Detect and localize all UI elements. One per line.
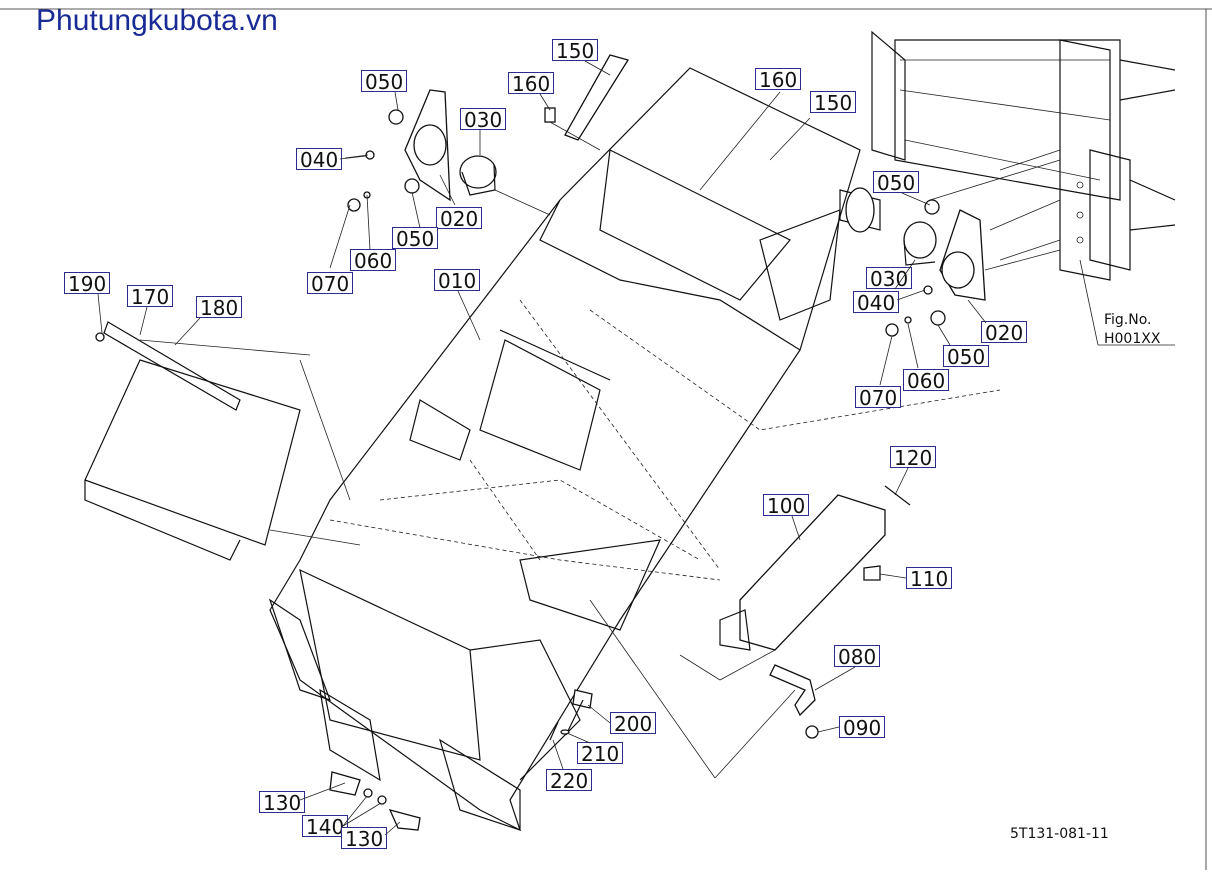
callout-010[interactable]: 010	[434, 269, 481, 292]
callout-070[interactable]: 070	[855, 386, 902, 409]
fig-number: H001XX	[1104, 331, 1161, 347]
callout-160[interactable]: 160	[755, 68, 802, 91]
callout-060[interactable]: 060	[350, 249, 397, 272]
callout-150[interactable]: 150	[552, 39, 599, 62]
callout-050[interactable]: 050	[361, 70, 408, 93]
callout-030[interactable]: 030	[460, 108, 507, 131]
bracket-assembly	[589, 485, 911, 779]
callout-100[interactable]: 100	[763, 494, 810, 517]
callout-120[interactable]: 120	[890, 446, 937, 469]
callout-020[interactable]: 020	[436, 207, 483, 230]
callout-040[interactable]: 040	[296, 148, 343, 171]
callout-050[interactable]: 050	[392, 227, 439, 250]
callout-200[interactable]: 200	[610, 712, 657, 735]
callout-030[interactable]: 030	[866, 267, 913, 290]
callout-150[interactable]: 150	[810, 91, 857, 114]
callout-050[interactable]: 050	[873, 171, 920, 194]
callout-040[interactable]: 040	[853, 291, 900, 314]
callout-210[interactable]: 210	[577, 742, 624, 765]
callout-170[interactable]: 170	[127, 285, 174, 308]
callout-110[interactable]: 110	[906, 567, 953, 590]
left-bearing-assembly	[329, 89, 551, 269]
rear-frame-assembly	[871, 30, 1176, 346]
callout-090[interactable]: 090	[839, 716, 886, 739]
callout-020[interactable]: 020	[981, 321, 1028, 344]
callout-130[interactable]: 130	[259, 791, 306, 814]
main-frame-010	[268, 67, 1001, 832]
fig-label: Fig.No.	[1104, 312, 1152, 328]
callout-180[interactable]: 180	[196, 296, 243, 319]
callout-070[interactable]: 070	[307, 272, 354, 295]
callout-060[interactable]: 060	[903, 369, 950, 392]
plate-150-160	[544, 54, 811, 191]
callout-220[interactable]: 220	[546, 769, 593, 792]
callout-050[interactable]: 050	[943, 345, 990, 368]
bolt-200-210-220	[549, 689, 593, 741]
right-bearing-assembly	[879, 199, 1061, 386]
callout-080[interactable]: 080	[834, 645, 881, 668]
callout-130[interactable]: 130	[341, 827, 388, 850]
site-watermark: Phutungkubota.vn	[36, 4, 278, 37]
callout-160[interactable]: 160	[508, 72, 555, 95]
cover-plate-assembly	[84, 321, 361, 561]
drawing-code: 5T131-081-11	[1010, 826, 1109, 842]
callout-190[interactable]: 190	[64, 272, 111, 295]
